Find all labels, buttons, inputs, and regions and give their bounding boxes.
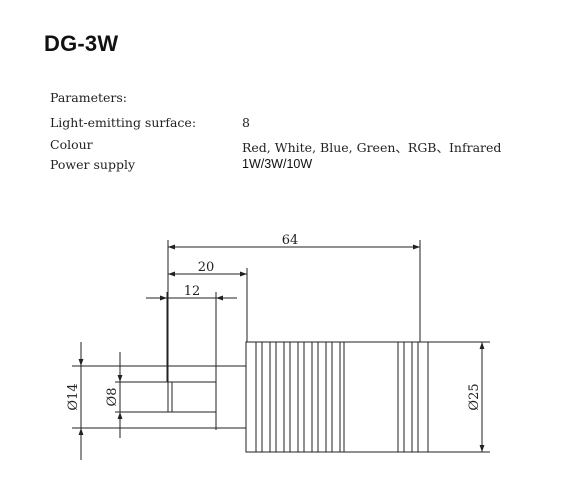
param-value-power: 1W/3W/10W — [242, 157, 313, 171]
dia-14-label: Ø14 — [66, 383, 81, 410]
parameters-heading: Parameters: — [50, 90, 128, 105]
param-label-surface: Light-emitting surface: — [50, 115, 197, 130]
dim-64-label: 64 — [282, 233, 299, 248]
param-value-colour: Red, White, Blue, Green、RGB、Infrared — [242, 140, 502, 155]
dia-25-label: Ø25 — [467, 383, 482, 410]
dim-20-label: 20 — [198, 260, 215, 275]
product-title: DG-3W — [44, 31, 119, 56]
heatsink-fins — [255, 342, 419, 452]
param-label-colour: Colour — [50, 137, 93, 152]
shaft — [167, 381, 217, 413]
dia-8-label: Ø8 — [105, 388, 120, 407]
dim-12-label: 12 — [184, 284, 201, 299]
param-label-power: Power supply — [50, 157, 136, 172]
heatsink-body — [245, 341, 429, 453]
collar — [215, 365, 247, 429]
param-value-surface: 8 — [242, 115, 250, 130]
